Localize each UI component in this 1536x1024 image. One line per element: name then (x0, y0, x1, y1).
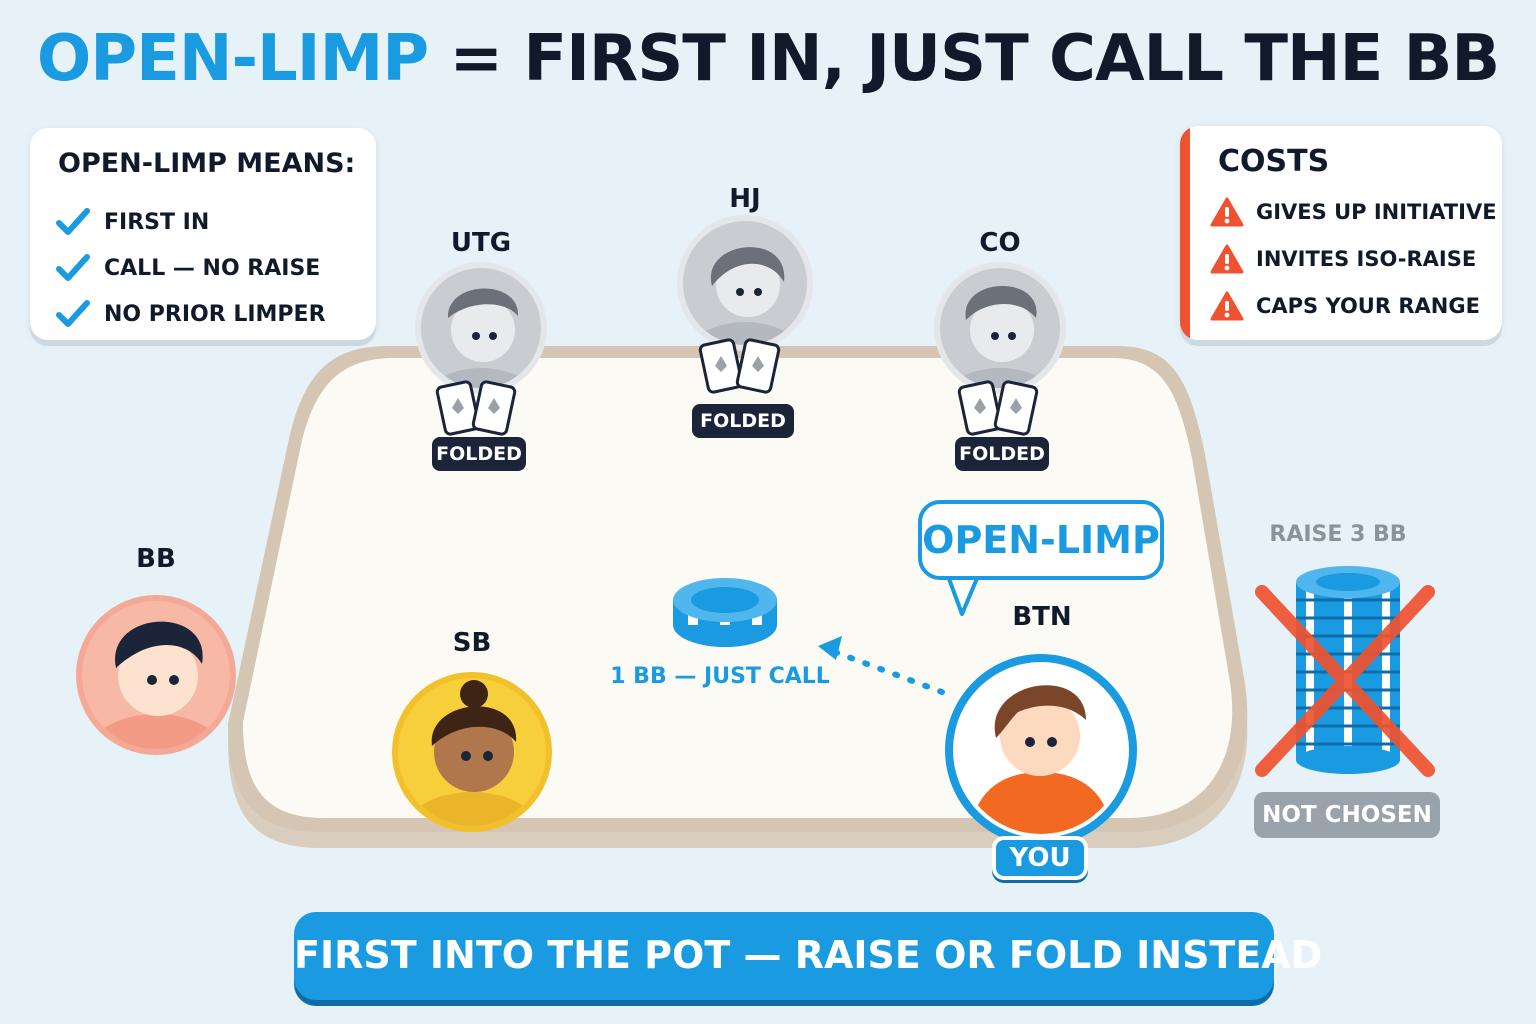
call-amount-label: 1 BB — JUST CALL (610, 664, 830, 689)
seat-label-hj: HJ (729, 184, 761, 214)
check-icon (56, 208, 90, 235)
bottom-banner: FIRST INTO THE POT — RAISE OR FOLD INSTE… (294, 912, 1322, 1000)
check-icon (56, 254, 90, 281)
seat-label-utg: UTG (450, 228, 512, 258)
pot-chip-icon (673, 578, 777, 647)
costs-card-stripe (1180, 126, 1190, 340)
cost-item: GIVES UP INITIATIVE (1210, 192, 1497, 232)
check-icon (56, 300, 90, 327)
cost-item: INVITES ISO-RAISE (1210, 239, 1476, 279)
means-card-title: OPEN-LIMP MEANS: (58, 148, 356, 179)
utg-cards-icon (435, 380, 517, 436)
means-item: FIRST IN (56, 202, 209, 242)
folded-badge-hj: FOLDED (692, 404, 794, 438)
sb-avatar (392, 672, 552, 832)
call-arrow-icon (818, 636, 945, 695)
means-item-label: CALL — NO RAISE (104, 255, 321, 281)
cost-item: CAPS YOUR RANGE (1210, 286, 1480, 326)
open-limp-means-card: OPEN-LIMP MEANS: FIRST IN CALL — NO RAIS… (30, 128, 376, 340)
not-chosen-x-icon (1255, 585, 1435, 777)
bb-avatar (76, 595, 236, 755)
page-title: OPEN-LIMP = FIRST IN, JUST CALL THE BB (0, 22, 1536, 96)
utg-avatar (415, 262, 547, 436)
you-badge: YOU (992, 836, 1088, 880)
cost-item-label: INVITES ISO-RAISE (1256, 247, 1477, 271)
seat-label-btn: BTN (1012, 602, 1072, 632)
means-item: NO PRIOR LIMPER (56, 294, 326, 334)
hj-cards-icon (698, 338, 781, 394)
means-item-label: FIRST IN (104, 209, 210, 235)
warning-icon (1210, 244, 1244, 274)
seat-label-sb: SB (452, 628, 492, 658)
not-chosen-badge: NOT CHOSEN (1254, 792, 1440, 838)
cost-item-label: CAPS YOUR RANGE (1256, 294, 1480, 318)
means-item-label: NO PRIOR LIMPER (104, 301, 326, 327)
folded-badge-utg: FOLDED (432, 437, 526, 471)
seat-label-bb: BB (136, 544, 176, 574)
btn-avatar (945, 654, 1137, 846)
co-cards-icon (957, 380, 1039, 436)
seat-label-co: CO (979, 228, 1021, 258)
folded-badge-co: FOLDED (955, 437, 1049, 471)
means-item: CALL — NO RAISE (56, 248, 320, 288)
warning-icon (1210, 197, 1244, 227)
costs-card: COSTS GIVES UP INITIATIVE INVITES ISO-RA… (1180, 126, 1502, 340)
title-rest: = FIRST IN, JUST CALL THE BB (449, 22, 1500, 96)
hj-avatar (677, 215, 813, 394)
raise-option-label: RAISE 3 BB (1269, 522, 1407, 547)
open-limp-speech-bubble: OPEN-LIMP (918, 500, 1164, 580)
cost-item-label: GIVES UP INITIATIVE (1256, 200, 1497, 224)
costs-card-title: COSTS (1218, 144, 1330, 179)
warning-icon (1210, 291, 1244, 321)
co-avatar (934, 262, 1066, 436)
title-accent: OPEN-LIMP (36, 22, 429, 96)
